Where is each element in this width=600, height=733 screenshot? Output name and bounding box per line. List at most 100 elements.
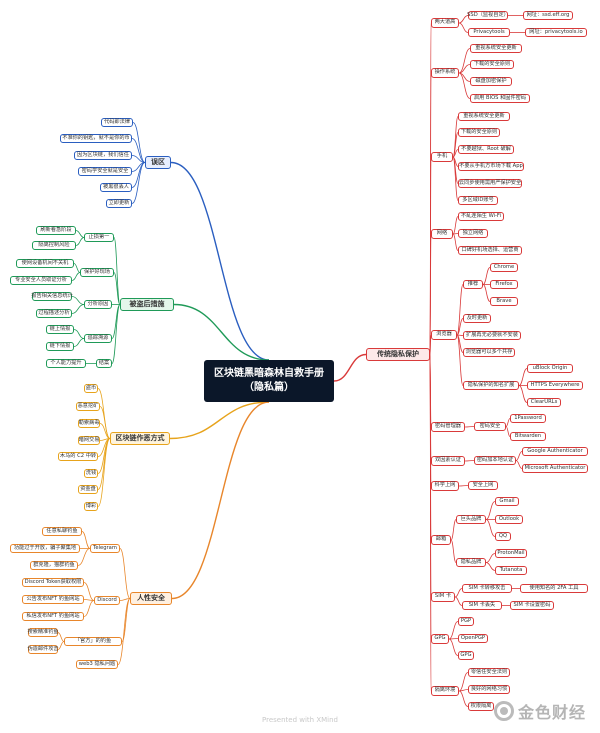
after-hack-group-4[interactable]: 结案 [96, 359, 112, 368]
sim-1[interactable]: SIM 卡丢失 [462, 601, 502, 610]
twofa-app-1[interactable]: Microsoft Authenticator [522, 464, 588, 473]
sim-0[interactable]: SIM 卡转移攻击 [462, 584, 512, 593]
isolation-2[interactable]: 权限隔离 [468, 702, 494, 711]
human-group-0[interactable]: Telegram [90, 544, 120, 553]
human-group-1[interactable]: Discord [94, 596, 120, 605]
twofa-app-0[interactable]: Google Authenticator [522, 447, 588, 456]
human-2-0[interactable]: 搜索精准钓鱼 [27, 628, 59, 637]
misconception-2[interactable]: 因为区块链，我们信任 [74, 151, 132, 160]
plugin-2[interactable]: ClearURLs [527, 398, 561, 407]
gpg-0[interactable]: PGP [458, 617, 474, 626]
attack-3[interactable]: 暗网交易 [78, 436, 100, 445]
human-1-1[interactable]: 公告发布NFT 钓鱼网站 [22, 595, 84, 604]
branch-traditional-privacy[interactable]: 传统隐私保护 [366, 348, 430, 361]
attack-1[interactable]: 恶意挖矿 [76, 402, 100, 411]
branch-attacks[interactable]: 区块链作恶方式 [110, 432, 170, 445]
browser-recommend[interactable]: 推荐 [463, 280, 483, 289]
email-big-0[interactable]: Gmail [495, 497, 519, 506]
human-0-2[interactable]: 群克隆，猫群钓鱼 [30, 561, 78, 570]
branch-human[interactable]: 人性安全 [130, 592, 172, 605]
phone-item-0[interactable]: 重视系统安全更新 [458, 112, 510, 121]
human-group-2[interactable]: 「官方」的钓鱼 [64, 637, 122, 646]
attack-7[interactable]: 博彩 [84, 502, 98, 511]
section-phone[interactable]: 手机 [431, 152, 453, 162]
section-network[interactable]: 网络 [431, 229, 453, 239]
attack-0[interactable]: 盗币 [84, 384, 98, 393]
section-twofa[interactable]: 双因素认证 [431, 456, 465, 466]
email-private[interactable]: 隐私品牌 [456, 558, 486, 567]
gpg-2[interactable]: GPG [458, 651, 474, 660]
vpn-mid[interactable]: 安全上网 [468, 481, 498, 490]
after-hack-group-3[interactable]: 追踪溯源 [84, 334, 112, 343]
os-item-1[interactable]: 下载的安全原则 [470, 60, 514, 69]
section-email[interactable]: 邮箱 [431, 535, 451, 545]
misconception-4[interactable]: 被黑很丢人 [100, 183, 132, 192]
site-0[interactable]: SSD（监视自定） [467, 11, 509, 20]
network-item-2[interactable]: 口碑好机场选择、运营商 [458, 246, 522, 255]
phone-item-5[interactable]: 多区域ID账号 [458, 196, 498, 205]
after-hack-group-1[interactable]: 保护好现场 [80, 268, 114, 277]
section-browser[interactable]: 浏览器 [431, 330, 457, 340]
email-big[interactable]: 巨头品牌 [456, 515, 486, 524]
section-os[interactable]: 操作系统 [431, 68, 459, 78]
plugin-0[interactable]: uBlock Origin [527, 364, 573, 373]
after-hack-3-0[interactable]: 链上情报 [46, 325, 74, 334]
after-hack-3-1[interactable]: 链下情报 [46, 342, 74, 351]
attack-2[interactable]: 勒索病毒 [78, 419, 100, 428]
after-hack-1-0[interactable]: 使网设备机间不关机 [16, 259, 74, 268]
human-0-0[interactable]: 任意私聊钓鱼 [42, 527, 82, 536]
browser-tip-1[interactable]: 扩展再无必要就不安装 [463, 331, 521, 340]
network-item-0[interactable]: 不乱连陌生 Wi-Fi [458, 212, 504, 221]
browser-tip-0[interactable]: 及时更新 [463, 314, 491, 323]
twofa-mid[interactable]: 密码加本地认证 [474, 456, 516, 465]
sim-sub-0[interactable]: 使用知名的 2FA 工具 [520, 584, 588, 593]
after-hack-0-1[interactable]: 隔离控制风险 [32, 241, 76, 250]
after-hack-2-0[interactable]: 报告相关信息统计 [31, 292, 73, 301]
os-item-0[interactable]: 重视系统安全更新 [470, 44, 522, 53]
human-group-3[interactable]: web3 隐私问题 [76, 660, 118, 669]
phone-item-1[interactable]: 下载的安全原则 [458, 128, 500, 137]
section-gpg[interactable]: GPG [431, 634, 449, 644]
sim-sub-1[interactable]: SIM 卡设置密码 [510, 601, 554, 610]
email-big-2[interactable]: QQ [495, 532, 511, 541]
misconception-0[interactable]: 代码即法律 [101, 118, 133, 127]
os-item-3[interactable]: 启用 BIOS 和固件密码 [470, 94, 530, 103]
misconception-1[interactable]: 不准你的钥匙，就不是你的币 [60, 134, 132, 143]
after-hack-4-0[interactable]: 个人能力提升 [46, 359, 86, 368]
attack-4[interactable]: 木马的 C2 中转 [58, 452, 98, 461]
section-websites[interactable]: 两大道高 [431, 18, 459, 28]
phone-item-4[interactable]: 云同步使用需用严保护安全 [458, 179, 522, 188]
browser-2[interactable]: Brave [490, 297, 518, 306]
plugin-1[interactable]: HTTPS Everywhere [527, 381, 583, 390]
branch-misconceptions[interactable]: 误区 [145, 156, 171, 169]
attack-6[interactable]: 资金盘 [78, 485, 98, 494]
site-url-1[interactable]: 网址：privacytools.io [525, 28, 587, 37]
attack-5[interactable]: 洗钱 [84, 469, 98, 478]
email-private-1[interactable]: Tutanota [495, 566, 527, 575]
network-item-1[interactable]: 独立网络 [458, 229, 488, 238]
browser-tip-2[interactable]: 浏览器可以多个共存 [463, 348, 515, 357]
after-hack-group-0[interactable]: 止损第一 [84, 233, 114, 242]
human-1-2[interactable]: 私信发布NFT 钓鱼网站 [22, 612, 84, 621]
browser-1[interactable]: Firefox [490, 280, 518, 289]
section-isolation[interactable]: 隔离环境 [431, 686, 459, 696]
isolation-1[interactable]: 良好的网络习惯 [468, 685, 510, 694]
misconception-3[interactable]: 密码学安全就是安全 [78, 167, 132, 176]
branch-after-hack[interactable]: 被盗后措施 [120, 298, 174, 311]
root-topic[interactable]: 区块链黑暗森林自救手册（隐私篇） [204, 360, 334, 402]
after-hack-group-2[interactable]: 分析原因 [84, 300, 112, 309]
after-hack-0-0[interactable]: 刷新看急阶段 [36, 226, 76, 235]
after-hack-1-1[interactable]: 专业安全人员取证分析 [10, 276, 72, 285]
human-0-1[interactable]: 功能过于开放，骗子聚集地 [10, 544, 80, 553]
browser-0[interactable]: Chrome [490, 263, 518, 272]
after-hack-2-1[interactable]: 过程描述分析 [36, 309, 72, 318]
email-private-0[interactable]: ProtonMail [495, 549, 527, 558]
misconception-5[interactable]: 立即更新 [106, 199, 132, 208]
section-passwords[interactable]: 密码管理器 [431, 422, 465, 432]
phone-item-3[interactable]: 不要从手机方市场下载 App [458, 162, 524, 171]
password-safety[interactable]: 密码安全 [474, 422, 506, 431]
os-item-2[interactable]: 磁盘加密保护 [470, 77, 512, 86]
section-sim[interactable]: SIM 卡 [431, 592, 455, 602]
human-2-1[interactable]: 伪造邮件攻击 [27, 645, 59, 654]
email-big-1[interactable]: Outlook [495, 515, 523, 524]
